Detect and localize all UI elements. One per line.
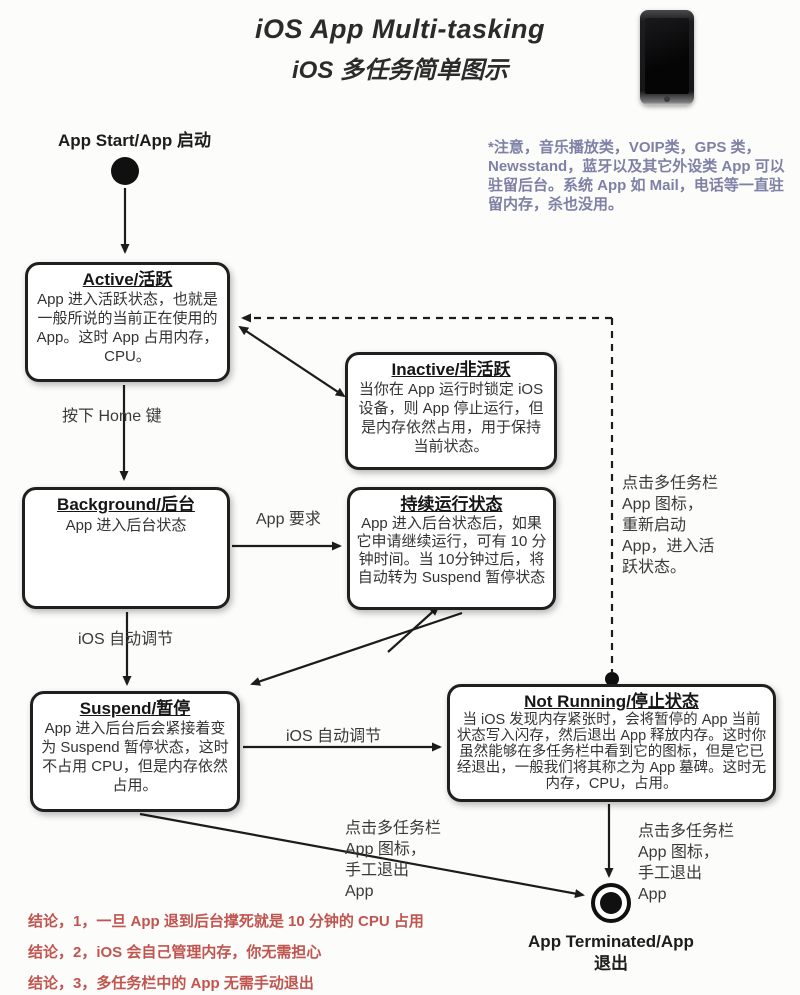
arrow-suspend-to-terminated: [139, 812, 585, 898]
state-body: App 进入后台状态: [65, 517, 187, 534]
edge-label-press-home: 按下 Home 键: [62, 408, 162, 425]
edge-label-relaunch: 点击多任务栏 App 图标， 重新启动 App，进入活 跃状态。: [622, 475, 719, 576]
state-title: Background/后台: [57, 495, 195, 514]
iphone-screen: [645, 18, 689, 94]
state-title: Active/活跃: [82, 270, 173, 289]
title-chinese: iOS 多任务简单图示: [291, 57, 508, 84]
arrow-continuous-to-suspend: [250, 611, 463, 686]
state-box-background: Background/后台 App 进入后台状态: [22, 487, 230, 609]
conclusion-line-3: 结论，3，多任务栏中的 App 无需手动退出: [28, 975, 314, 992]
state-box-active: Active/活跃 App 进入活跃状态，也就是一般所说的当前正在使用的 App…: [25, 262, 230, 382]
conclusion-line-1: 结论，1，一旦 App 退到后台撑死就是 10 分钟的 CPU 占用: [28, 913, 424, 930]
state-box-suspend: Suspend/暂停 App 进入后台后会紧接着变为 Suspend 暂停状态，…: [30, 691, 240, 812]
dashed-origin-dot: [605, 672, 619, 686]
edge-label-manual-quit-left: 点击多任务栏 App 图标， 手工退出 App: [345, 820, 442, 900]
page-title: iOS App Multi-tasking iOS 多任务简单图示: [170, 14, 630, 85]
arrow-suspend-to-continuous: [387, 605, 440, 653]
state-title: Inactive/非活跃: [391, 360, 511, 379]
edge-label-manual-quit-right: 点击多任务栏 App 图标， 手工退出 App: [638, 823, 735, 903]
state-box-continuous-running: 持续运行状态 App 进入后台状态后，如果它申请继续运行，可有 10 分钟时间。…: [347, 487, 556, 610]
state-body: App 进入活跃状态，也就是一般所说的当前正在使用的 App。这时 App 占用…: [36, 291, 219, 365]
conclusions-block: 结论，1，一旦 App 退到后台撑死就是 10 分钟的 CPU 占用 结论，2，…: [28, 910, 468, 995]
state-box-not-running: Not Running/停止状态 当 iOS 发现内存紧张时，会将暂停的 App…: [447, 684, 776, 802]
end-label: App Terminated/App 退出: [528, 932, 694, 973]
conclusion-line-2: 结论，2，iOS 会自己管理内存，你无需担心: [28, 944, 322, 961]
note-text: *注意，音乐播放类，VOIP类，GPS 类，Newsstand，蓝牙以及其它外设…: [488, 139, 785, 213]
arrow-active-inactive: [238, 325, 346, 398]
state-body: App 进入后台状态后，如果它申请继续运行，可有 10 分钟时间。当 10分钟过…: [356, 515, 547, 586]
state-title: 持续运行状态: [400, 495, 503, 514]
state-body: 当你在 App 运行时锁定 iOS 设备，则 App 停止运行，但是内存依然占用…: [358, 381, 544, 455]
state-title: Suspend/暂停: [79, 699, 191, 718]
state-title: Not Running/停止状态: [524, 692, 699, 711]
title-english: iOS App Multi-tasking: [255, 14, 545, 44]
edge-label-ios-auto-2: iOS 自动调节: [286, 728, 382, 745]
start-label: App Start/App 启动: [58, 131, 211, 150]
start-node: [111, 157, 139, 185]
end-node: [591, 883, 631, 923]
edge-label-ios-auto-1: iOS 自动调节: [78, 631, 174, 648]
state-body: 当 iOS 发现内存紧张时，会将暂停的 App 当前状态写入闪存，然后退出 Ap…: [456, 712, 767, 792]
iphone-icon: [640, 10, 694, 105]
state-box-inactive: Inactive/非活跃 当你在 App 运行时锁定 iOS 设备，则 App …: [345, 352, 557, 470]
edge-label-app-request: App 要求: [256, 511, 321, 528]
iphone-home-button: [664, 96, 670, 102]
end-node-core: [600, 892, 622, 914]
state-body: App 进入后台后会紧接着变为 Suspend 暂停状态，这时不占用 CPU，但…: [41, 720, 229, 794]
